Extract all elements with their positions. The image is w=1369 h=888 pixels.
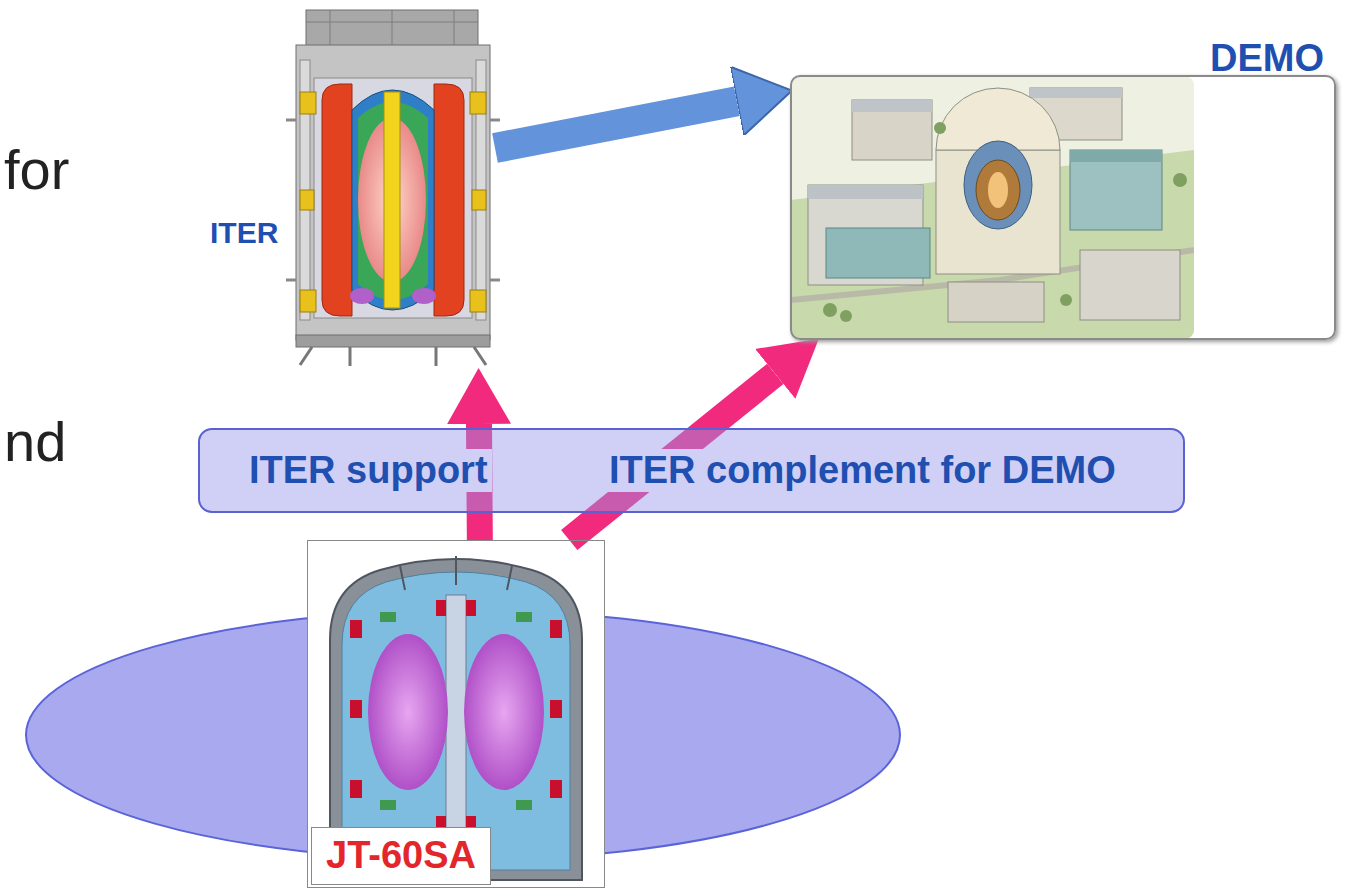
connector-arrow	[495, 101, 737, 148]
jt60sa-illustration-part	[507, 566, 512, 590]
jt60sa-illustration-part	[380, 612, 396, 622]
iter-tokamak-illustration-part	[392, 10, 393, 50]
iter-tokamak-illustration-part	[322, 84, 352, 316]
iter-tokamak-illustration-part	[435, 347, 438, 366]
demo-plant-illustration-part	[948, 282, 1044, 322]
device-name: ITER	[210, 216, 278, 251]
demo-plant-illustration-part	[1173, 173, 1187, 187]
iter-tokamak-illustration-part	[349, 347, 352, 366]
demo-plant-illustration-part	[808, 185, 923, 199]
jt60sa-illustration-part	[400, 566, 405, 590]
demo-plant-illustration-part	[826, 228, 930, 278]
iter-tokamak-illustration-part	[490, 119, 500, 122]
jt60sa-illustration-part	[466, 600, 476, 616]
device-picture-box: DEMO	[790, 75, 1336, 340]
demo-plant-illustration-part	[1070, 150, 1162, 162]
iter-tokamak-illustration-part	[472, 190, 486, 210]
iter-tokamak-illustration-part	[296, 45, 490, 340]
demo-plant-illustration-part	[1030, 88, 1122, 98]
jt60sa-illustration-part	[516, 800, 532, 810]
demo-plant-illustration-part	[988, 172, 1008, 208]
iter-tokamak-illustration-part	[306, 10, 478, 50]
jt60sa-illustration-part	[550, 700, 562, 718]
iter-tokamak-illustration-part	[300, 190, 314, 210]
iter-tokamak-illustration-part	[470, 290, 486, 312]
demo-plant-illustration-part	[852, 100, 932, 112]
jt60sa-illustration-part	[368, 634, 448, 790]
iter-tokamak-illustration-part	[352, 90, 434, 310]
device-name: DEMO	[1210, 37, 1324, 81]
device-picture-box: ITER	[290, 0, 495, 370]
iter-tokamak-illustration-part	[412, 288, 436, 304]
device-name: JT-60SA	[311, 827, 491, 885]
iter-tokamak-illustration-part	[330, 10, 331, 50]
jt60sa-illustration-part	[464, 634, 544, 790]
demo-plant-illustration-part	[823, 303, 837, 317]
iter-tokamak-illustration-part	[474, 347, 486, 365]
jt60sa-illustration-part	[307, 540, 605, 888]
demo-plant-illustration-part	[852, 100, 932, 160]
band-label: ITER complement for DEMO	[605, 449, 1120, 493]
iter-tokamak-illustration-part	[314, 78, 472, 318]
jt60sa-illustration-part	[350, 700, 362, 718]
demo-plant-illustration-part	[791, 150, 1194, 339]
demo-plant-illustration-part	[964, 141, 1032, 229]
iter-tokamak-illustration-part	[350, 288, 374, 304]
demo-plant-illustration-part	[1080, 250, 1180, 320]
demo-plant-illustration-part	[976, 160, 1020, 220]
jt60sa-illustration-part	[350, 780, 362, 798]
band-label: ITER support	[245, 449, 492, 493]
iter-tokamak-illustration-part	[296, 335, 490, 347]
iter-tokamak-illustration-part	[286, 279, 296, 282]
jt60sa-illustration-part	[380, 800, 396, 810]
iter-tokamak-illustration-part	[300, 347, 312, 365]
jt60sa-illustration-part	[455, 556, 457, 585]
iter-tokamak-illustration-part	[454, 10, 455, 50]
iter-tokamak-illustration-part	[300, 92, 316, 114]
demo-plant-illustration-part	[791, 76, 1194, 339]
jt60sa-illustration-part	[550, 780, 562, 798]
iter-tokamak-illustration-part	[434, 84, 464, 316]
demo-plant-illustration-part	[934, 122, 946, 134]
demo-plant-illustration	[791, 76, 1194, 339]
role-band: ITER support ITER complement for DEMO	[198, 428, 1185, 513]
slide-text-fragment: nd	[4, 410, 66, 474]
jt60sa-illustration-part	[516, 612, 532, 622]
jt60sa-illustration-part	[350, 620, 362, 638]
iter-tokamak-illustration-part	[384, 92, 400, 308]
demo-plant-illustration-part	[936, 150, 1060, 274]
jt60sa-illustration-part	[446, 595, 466, 835]
demo-plant-illustration-part	[1070, 150, 1162, 230]
device-picture-box: JT-60SA	[307, 540, 605, 888]
iter-tokamak-illustration	[286, 10, 500, 366]
demo-plant-illustration-part	[840, 310, 852, 322]
jt60sa-illustration	[307, 540, 605, 888]
slide-text-fragment: for	[4, 138, 69, 202]
demo-plant-illustration-part	[1060, 294, 1072, 306]
iter-tokamak-illustration-part	[300, 290, 316, 312]
jt60sa-illustration-part	[342, 572, 570, 870]
jt60sa-illustration-part	[550, 620, 562, 638]
jt60sa-illustration-part	[436, 600, 446, 616]
iter-tokamak-illustration-part	[286, 119, 296, 122]
iter-tokamak-illustration-part	[470, 92, 486, 114]
iter-tokamak-illustration-part	[490, 279, 500, 282]
